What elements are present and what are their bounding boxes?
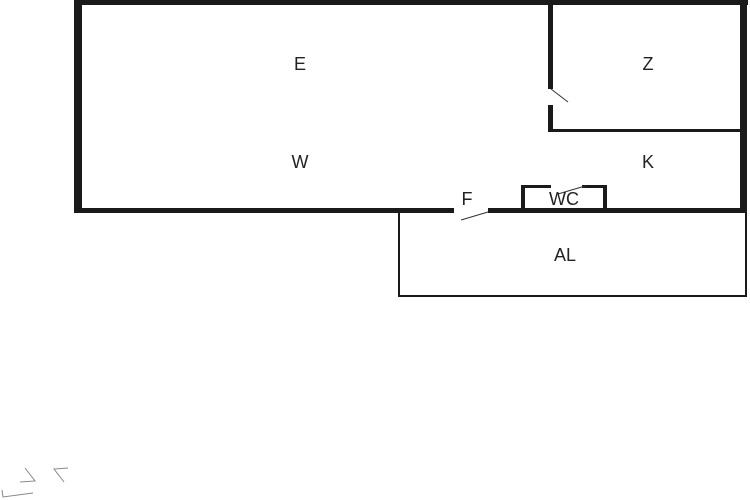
wc-wall-top-left [521,185,551,188]
room-label-w: W [292,152,309,172]
room-label-f: F [462,189,473,209]
wc-wall-left [521,185,525,210]
room-label-wc: WC [549,189,579,209]
stray-marks [1,467,69,498]
z-room-bottom-wall [548,129,741,132]
room-label-k: K [642,152,654,172]
outer-wall-bottom-right [488,208,747,213]
inner-wall-lower [548,105,553,132]
inner-wall-upper [548,0,553,89]
door-z [550,88,569,103]
outer-wall-left [74,0,82,213]
room-label-e: E [294,54,306,74]
outer-wall-bottom-left [74,208,454,213]
outer-wall-right [740,0,747,213]
wc-wall-top-right [582,185,607,188]
wc-wall-right [603,185,607,210]
room-label-z: Z [643,54,654,74]
outer-wall-top [74,0,748,5]
walls [74,0,748,213]
balcony-outline [398,213,747,297]
door-f [460,211,489,221]
door-wc [557,185,586,195]
door-swings [460,88,586,221]
room-label-al: AL [554,245,576,265]
